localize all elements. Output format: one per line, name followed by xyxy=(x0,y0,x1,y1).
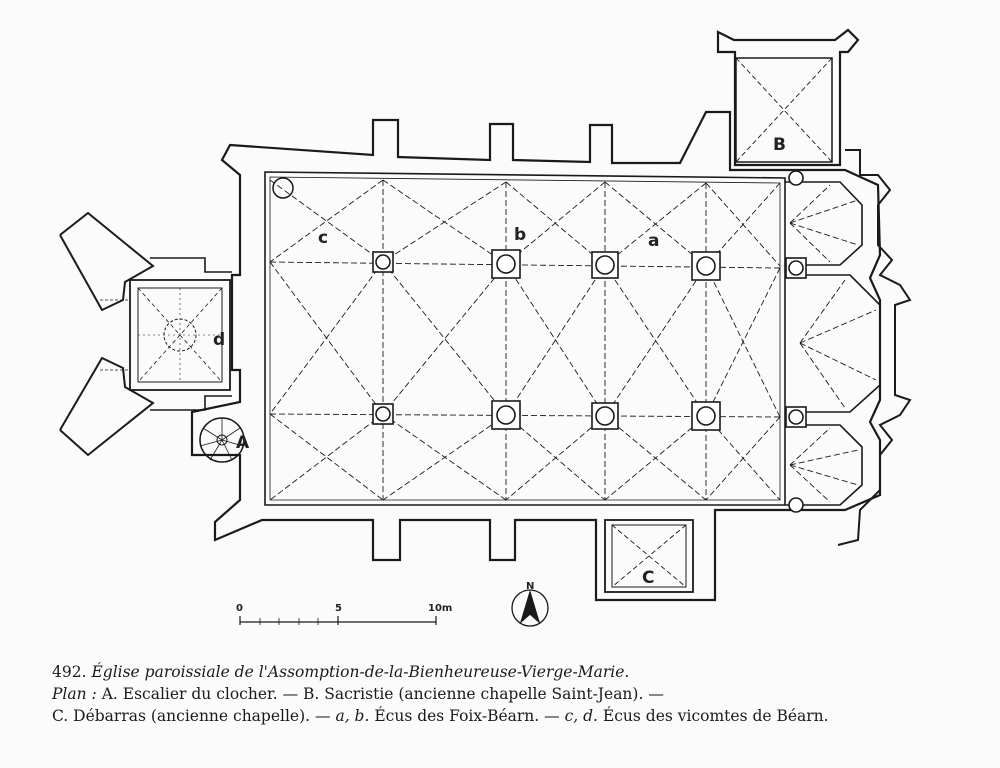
apse-north xyxy=(785,181,863,266)
apse-central xyxy=(785,274,881,413)
west-porch xyxy=(59,211,155,312)
caption-line-3: C. Débarras (ancienne chapelle). — a, b.… xyxy=(52,705,982,727)
label-a: a xyxy=(648,231,659,251)
label-d: d xyxy=(213,330,225,350)
nave-outer-wall xyxy=(190,110,882,602)
north-arrow xyxy=(511,589,549,627)
caption-line-2: Plan : A. Escalier du clocher. — B. Sacr… xyxy=(52,683,982,705)
floor-plan: A B C a b c d N 0 5 10m xyxy=(59,28,912,627)
caption-legend-c: C. Débarras (ancienne chapelle). — xyxy=(52,707,331,725)
scale-label-0: 0 xyxy=(236,603,243,614)
label-c: c xyxy=(318,228,328,248)
caption-key-ab: a, b. xyxy=(335,707,370,725)
label-A: A xyxy=(236,433,250,453)
storage-room xyxy=(604,519,694,593)
caption-line-1: 492. Église paroissiale de l'Assomption-… xyxy=(52,661,982,683)
caption-legend-ab: A. Escalier du clocher. — B. Sacristie (… xyxy=(101,685,664,703)
apse-south xyxy=(785,424,863,506)
caption-legend-vicomtes: Écus des vicomtes de Béarn. xyxy=(602,707,829,725)
label-b: b xyxy=(514,225,526,245)
north-label: N xyxy=(526,581,534,592)
caption-plan-lead: Plan : xyxy=(52,685,97,703)
figure-caption: 492. Église paroissiale de l'Assomption-… xyxy=(52,661,982,727)
scale-label-5: 5 xyxy=(335,603,342,614)
scale-label-10: 10m xyxy=(428,603,452,614)
nave-inner-wall xyxy=(264,171,786,506)
scale-bar xyxy=(239,616,437,625)
label-C: C xyxy=(642,568,654,588)
caption-legend-foix: Écus des Foix-Béarn. — xyxy=(374,707,560,725)
sacristy-room xyxy=(716,28,860,167)
caption-number: 492. xyxy=(52,663,87,681)
label-B: B xyxy=(773,135,786,155)
caption-key-cd: c, d. xyxy=(564,707,598,725)
caption-title: Église paroissiale de l'Assomption-de-la… xyxy=(91,663,630,681)
